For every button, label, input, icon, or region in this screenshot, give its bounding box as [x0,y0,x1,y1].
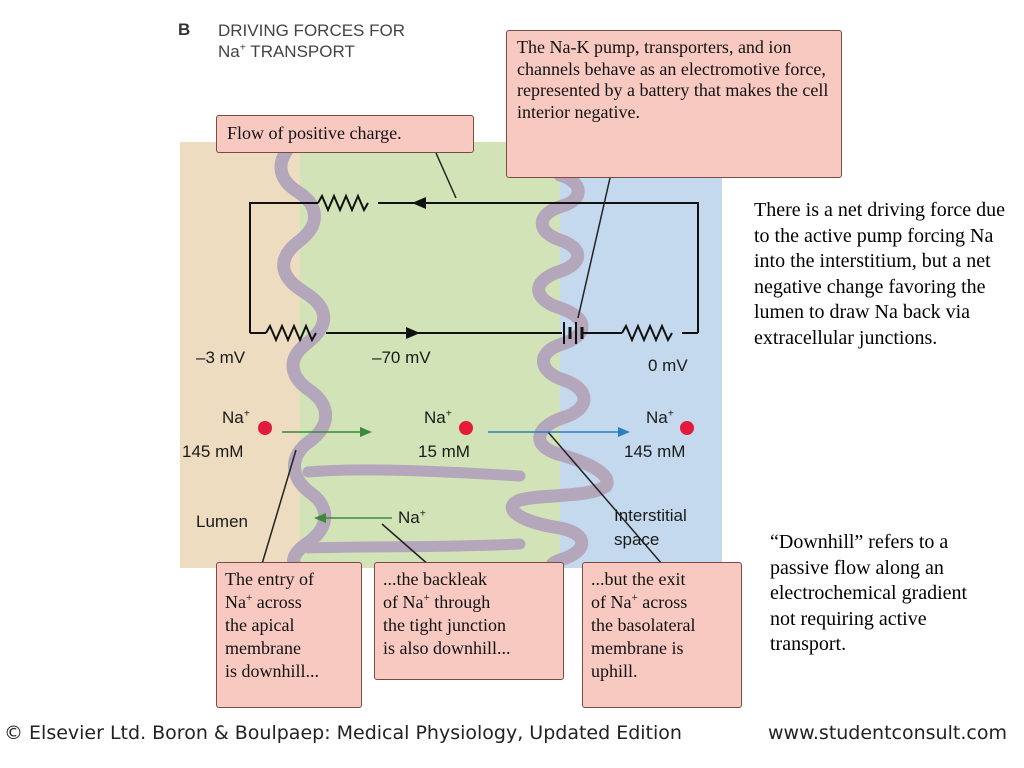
circuit-top-wire [378,202,699,333]
footer-credit: © Elsevier Ltd. Boron & Boulpaep: Medica… [4,722,682,744]
voltage-interstitium: 0 mV [648,356,688,375]
exit-arrowhead-icon [618,427,630,437]
callout-exit: ...but the exit of Na+ across the basola… [582,562,742,708]
na-ion-interstitium-icon [680,421,694,435]
current-arrow-right-icon [406,327,420,339]
electrical-circuit [249,193,699,343]
interstitium-region [560,172,722,568]
title-na: Na [218,42,240,61]
conc-lumen: 145 mM [182,442,244,461]
figure-title: DRIVING FORCES FOR Na+ TRANSPORT [218,20,405,62]
callout-backleak: ...the backleak of Na+ through the tight… [374,562,564,680]
circuit-left-wire [249,202,318,333]
panel-letter: B [178,20,191,39]
na-ion-lumen-icon [258,421,272,435]
na-label-lumen: Na+ [222,407,250,427]
title-na-charge: + [239,41,246,54]
current-arrow-left-icon [412,197,426,209]
na-ion-cell-icon [459,421,473,435]
conc-interstitium: 145 mM [624,442,686,461]
callout-pointers [261,152,663,567]
na-label-backleak: Na+ [398,507,426,527]
resistor-bottom-left [265,323,317,343]
callout-flow: Flow of positive charge. [216,115,474,153]
lumen-label: Lumen [196,512,248,531]
note-net-driving-force: There is a net driving force due to the … [754,199,1006,349]
footer-site-link[interactable]: www.studentconsult.com [768,722,1007,744]
tight-junction-upper [302,464,526,482]
voltage-cell: –70 mV [372,348,431,367]
apical-membrane [274,135,333,575]
na-label-cell: Na+ [424,407,452,427]
conc-cell: 15 mM [418,442,470,461]
title-transport: TRANSPORT [245,42,355,61]
resistor-bottom-right [621,323,673,343]
backleak-arrowhead-icon [314,513,326,523]
callout-pump: The Na-K pump, transporters, and ion cha… [506,30,842,178]
basolateral-membrane [505,168,614,575]
footer: © Elsevier Ltd. Boron & Boulpaep: Medica… [4,722,1024,744]
tight-junction-lower [302,538,526,554]
resistor-top [317,193,369,213]
callout-entry: The entry of Na+ across the apical membr… [216,562,362,708]
interstitial-label: Interstitial space [614,506,687,549]
voltage-lumen: –3 mV [196,348,246,367]
na-label-interstitium: Na+ [646,407,674,427]
cell-region [300,142,560,568]
figure-title-line-1: DRIVING FORCES FOR [218,21,406,40]
figure-title-line-2: Na+ TRANSPORT [218,41,405,62]
battery-icon [563,322,584,344]
entry-arrowhead-icon [360,427,372,437]
note-downhill-definition: “Downhill” refers to a passive flow alon… [770,531,968,655]
